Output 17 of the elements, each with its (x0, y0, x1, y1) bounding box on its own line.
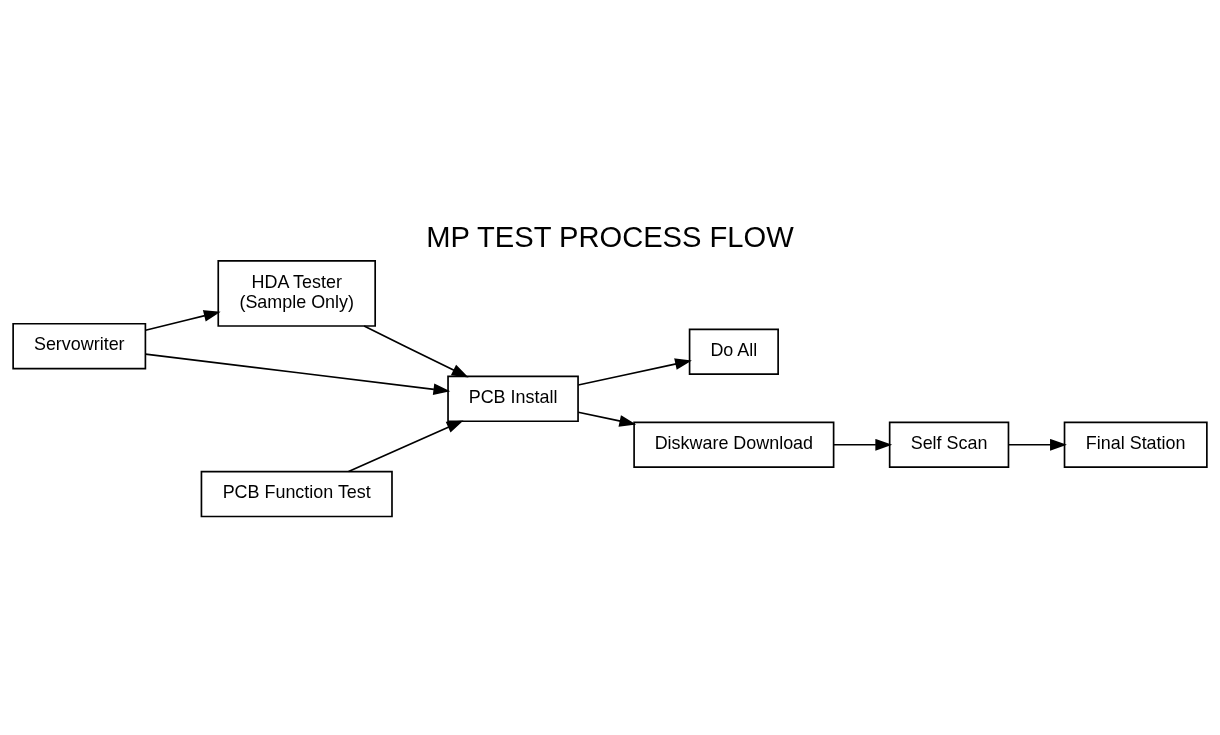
diagram-title: MP TEST PROCESS FLOW (426, 220, 794, 253)
arrow (1007, 438, 1067, 451)
arrow (832, 438, 893, 451)
arrow (577, 357, 692, 386)
node-box: HDA Tester (Sample Only) (217, 259, 376, 327)
node-box: PCB Function Test (200, 470, 393, 517)
node-box: Servowriter (12, 322, 147, 369)
node-box: Do All (688, 328, 779, 375)
node-box: Diskware Download (633, 421, 835, 468)
arrow (144, 352, 451, 395)
arrow (144, 309, 221, 331)
arrow (577, 410, 637, 427)
arrow (347, 419, 464, 472)
node-box: Self Scan (888, 421, 1010, 468)
node-box: Final Station (1063, 421, 1208, 468)
node-box: PCB Install (447, 375, 579, 422)
arrow (363, 324, 469, 377)
